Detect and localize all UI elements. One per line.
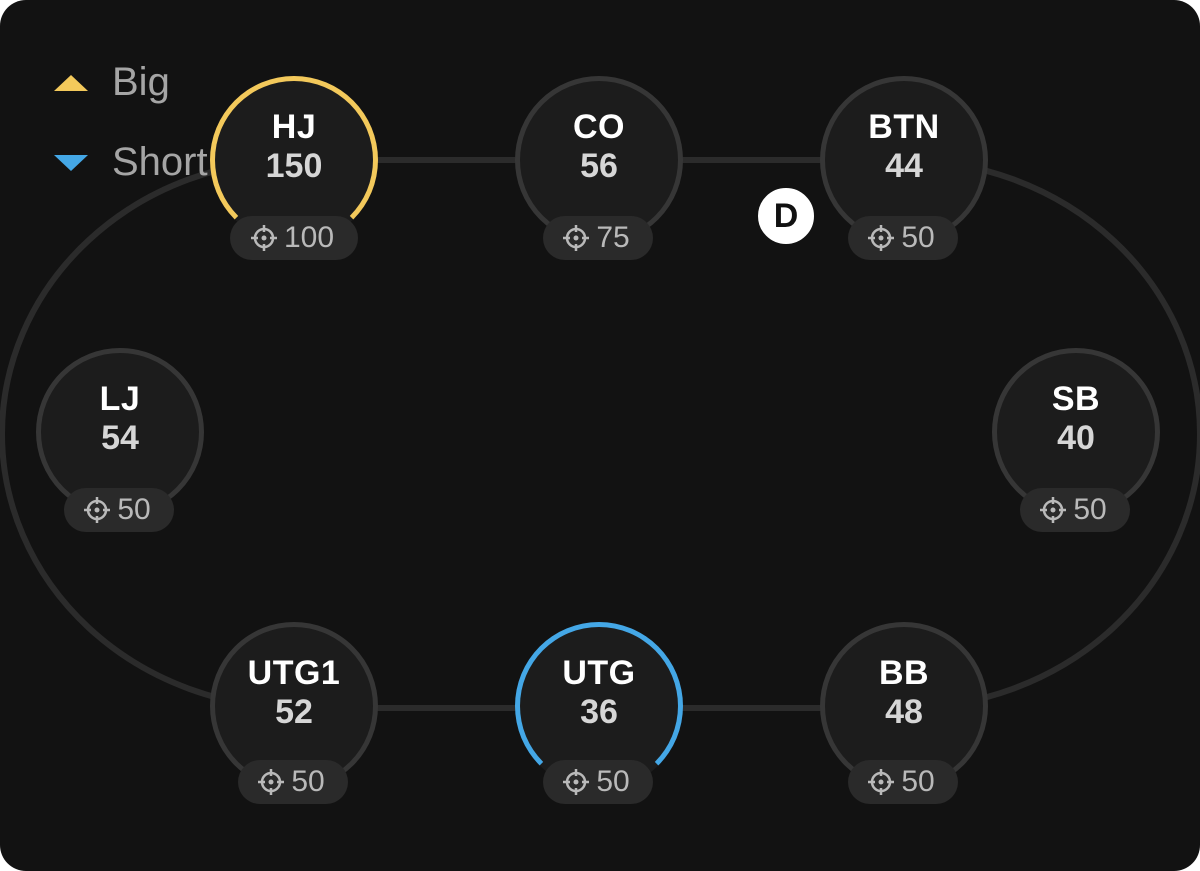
crosshair-icon bbox=[563, 769, 590, 795]
seat-sb-target-pill[interactable]: 50 bbox=[1020, 488, 1130, 532]
target-value: 75 bbox=[596, 221, 630, 254]
legend-short-label: Short bbox=[112, 140, 208, 184]
legend-big: Big bbox=[54, 60, 170, 105]
crosshair-icon bbox=[258, 769, 285, 795]
crosshair-icon bbox=[250, 225, 277, 251]
seat-lj-target-pill[interactable]: 50 bbox=[64, 488, 174, 532]
dealer-button-icon: D bbox=[758, 188, 814, 244]
seat-position: BB bbox=[878, 654, 930, 692]
seat-position: SB bbox=[1051, 380, 1101, 418]
seat-utg[interactable]: UTG 36 bbox=[515, 622, 683, 790]
seat-btn-target-pill[interactable]: 50 bbox=[848, 216, 958, 260]
seat-bb-target-pill[interactable]: 50 bbox=[848, 760, 958, 804]
legend-big-label: Big bbox=[112, 60, 170, 104]
seat-position: CO bbox=[573, 108, 625, 146]
seat-co-target-pill[interactable]: 75 bbox=[543, 216, 653, 260]
seat-stack: 150 bbox=[265, 147, 323, 185]
seat-stack: 44 bbox=[885, 147, 923, 185]
seat-position: HJ bbox=[271, 108, 317, 146]
crosshair-icon bbox=[868, 769, 895, 795]
crosshair-icon bbox=[1040, 497, 1067, 523]
triangle-down-icon bbox=[54, 154, 88, 171]
target-value: 50 bbox=[901, 765, 935, 798]
seat-hj[interactable]: HJ 150 bbox=[210, 76, 378, 244]
seat-position: LJ bbox=[99, 380, 141, 418]
target-value: 50 bbox=[117, 493, 151, 526]
seat-stack: 36 bbox=[580, 693, 618, 731]
seat-btn[interactable]: BTN 44 bbox=[820, 76, 988, 244]
target-value: 50 bbox=[1073, 493, 1107, 526]
seat-stack: 48 bbox=[885, 693, 923, 731]
seat-utg-target-pill[interactable]: 50 bbox=[543, 760, 653, 804]
seat-position: UTG1 bbox=[247, 654, 341, 692]
target-value: 50 bbox=[291, 765, 325, 798]
target-value: 50 bbox=[901, 221, 935, 254]
seat-position: BTN bbox=[868, 108, 940, 146]
target-value: 100 bbox=[283, 221, 335, 254]
seat-position: UTG bbox=[562, 654, 636, 692]
crosshair-icon bbox=[563, 225, 590, 251]
target-value: 50 bbox=[596, 765, 630, 798]
seat-stack: 52 bbox=[275, 693, 313, 731]
legend-short: Short bbox=[54, 140, 208, 185]
seat-stack: 40 bbox=[1057, 419, 1095, 457]
crosshair-icon bbox=[84, 497, 111, 523]
triangle-up-icon bbox=[54, 74, 88, 91]
crosshair-icon bbox=[868, 225, 895, 251]
seat-stack: 56 bbox=[580, 147, 618, 185]
seat-stack: 54 bbox=[101, 419, 139, 457]
seat-hj-target-pill[interactable]: 100 bbox=[230, 216, 358, 260]
seat-utg1-target-pill[interactable]: 50 bbox=[238, 760, 348, 804]
